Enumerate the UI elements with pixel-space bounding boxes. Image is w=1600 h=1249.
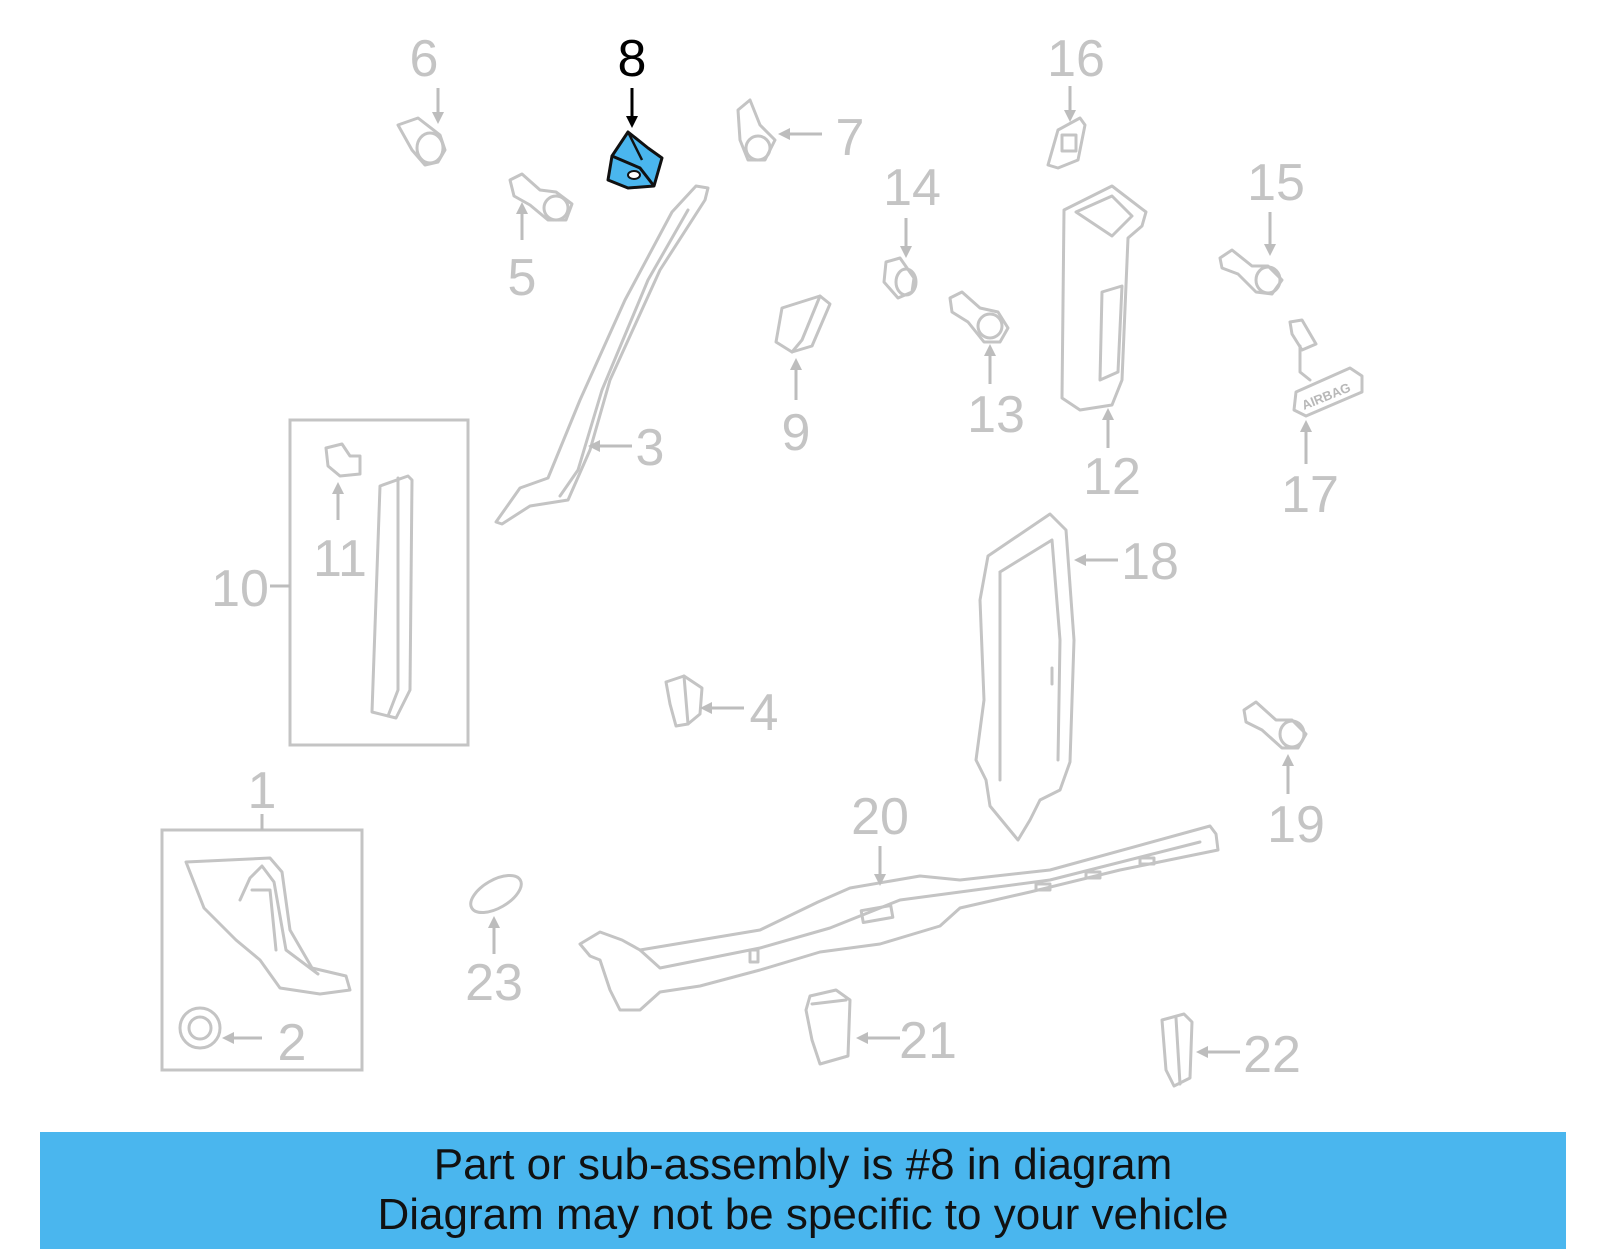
part-8-bracket[interactable] bbox=[606, 130, 664, 190]
part-16-clip[interactable] bbox=[1046, 116, 1087, 170]
callout-3: 3 bbox=[588, 419, 664, 477]
callout-13: 13 bbox=[967, 344, 1025, 444]
callout-9-label: 9 bbox=[782, 404, 811, 462]
callout-3-label: 3 bbox=[636, 419, 665, 477]
callout-5: 5 bbox=[508, 202, 537, 307]
callout-18: 18 bbox=[1074, 533, 1179, 591]
callout-7-label: 7 bbox=[836, 109, 865, 167]
callout-21: 21 bbox=[856, 1012, 957, 1070]
part-18-pillar-lower[interactable] bbox=[974, 512, 1076, 842]
callout-19-label: 19 bbox=[1267, 796, 1325, 854]
callout-8-label: 8 bbox=[618, 30, 647, 88]
callout-20: 20 bbox=[851, 788, 909, 886]
part-5-bolt[interactable] bbox=[508, 172, 574, 222]
callout-18-label: 18 bbox=[1121, 533, 1179, 591]
part-6-clip[interactable] bbox=[396, 116, 447, 167]
callout-14: 14 bbox=[883, 159, 941, 258]
callout-10-label: 10 bbox=[211, 560, 269, 618]
info-banner: Part or sub-assembly is #8 in diagram Di… bbox=[40, 1132, 1566, 1249]
callout-17-label: 17 bbox=[1281, 466, 1339, 524]
part-7-bolt[interactable] bbox=[736, 98, 777, 162]
callout-6: 6 bbox=[410, 30, 444, 124]
callout-12-label: 12 bbox=[1083, 448, 1141, 506]
callout-11: 11 bbox=[313, 482, 367, 588]
callout-16-label: 16 bbox=[1047, 30, 1105, 88]
callout-7: 7 bbox=[778, 109, 864, 167]
banner-part-line: Part or sub-assembly is #8 in diagram bbox=[433, 1140, 1173, 1189]
callout-22-label: 22 bbox=[1243, 1026, 1301, 1084]
callout-2-label: 2 bbox=[278, 1014, 307, 1072]
part-17-airbag-badge[interactable]: AIRBAG bbox=[1288, 318, 1364, 418]
part-15-bolt[interactable] bbox=[1218, 248, 1284, 296]
callout-21-label: 21 bbox=[899, 1012, 957, 1070]
callout-4-label: 4 bbox=[750, 684, 779, 742]
part-19-bolt[interactable] bbox=[1242, 700, 1308, 750]
part-14-clip[interactable] bbox=[882, 256, 918, 300]
callout-20-label: 20 bbox=[851, 788, 909, 846]
part-3-pillar-trim[interactable] bbox=[494, 184, 710, 526]
part-22-clip[interactable] bbox=[1160, 1012, 1194, 1088]
callout-17: 17 bbox=[1281, 420, 1339, 524]
part-12-pillar-upper[interactable] bbox=[1060, 184, 1148, 412]
callout-22: 22 bbox=[1196, 1026, 1301, 1084]
part-2-clip[interactable] bbox=[178, 1006, 222, 1050]
callout-6-label: 6 bbox=[410, 30, 439, 88]
part-11-clip[interactable] bbox=[324, 442, 362, 478]
callout-1: 1 bbox=[248, 762, 277, 830]
callout-15-label: 15 bbox=[1247, 154, 1305, 212]
callout-12: 12 bbox=[1083, 408, 1141, 506]
callout-10: 10 bbox=[211, 560, 290, 618]
callout-1-label: 1 bbox=[248, 762, 277, 820]
callout-15: 15 bbox=[1247, 154, 1305, 256]
part-9-block[interactable] bbox=[774, 294, 832, 354]
part-10-group[interactable] bbox=[288, 418, 470, 747]
callout-23: 23 bbox=[465, 916, 523, 1012]
part-23-plug[interactable] bbox=[465, 868, 527, 920]
callout-2: 2 bbox=[222, 1014, 306, 1072]
callout-23-label: 23 bbox=[465, 954, 523, 1012]
callout-16: 16 bbox=[1047, 30, 1105, 122]
callout-5-label: 5 bbox=[508, 249, 537, 307]
part-20-sill-plate[interactable] bbox=[578, 824, 1220, 1012]
callout-19: 19 bbox=[1267, 754, 1325, 854]
callout-8: 8 bbox=[618, 30, 647, 128]
part-4-clip[interactable] bbox=[664, 674, 704, 728]
callout-14-label: 14 bbox=[883, 159, 941, 217]
callout-11-label: 11 bbox=[313, 530, 367, 588]
callout-4: 4 bbox=[700, 684, 778, 742]
callout-13-label: 13 bbox=[967, 386, 1025, 444]
callout-9: 9 bbox=[782, 358, 811, 462]
part-21-clip[interactable] bbox=[804, 988, 852, 1066]
part-13-bolt[interactable] bbox=[948, 290, 1010, 344]
banner-disclaimer-line: Diagram may not be specific to your vehi… bbox=[377, 1190, 1229, 1239]
